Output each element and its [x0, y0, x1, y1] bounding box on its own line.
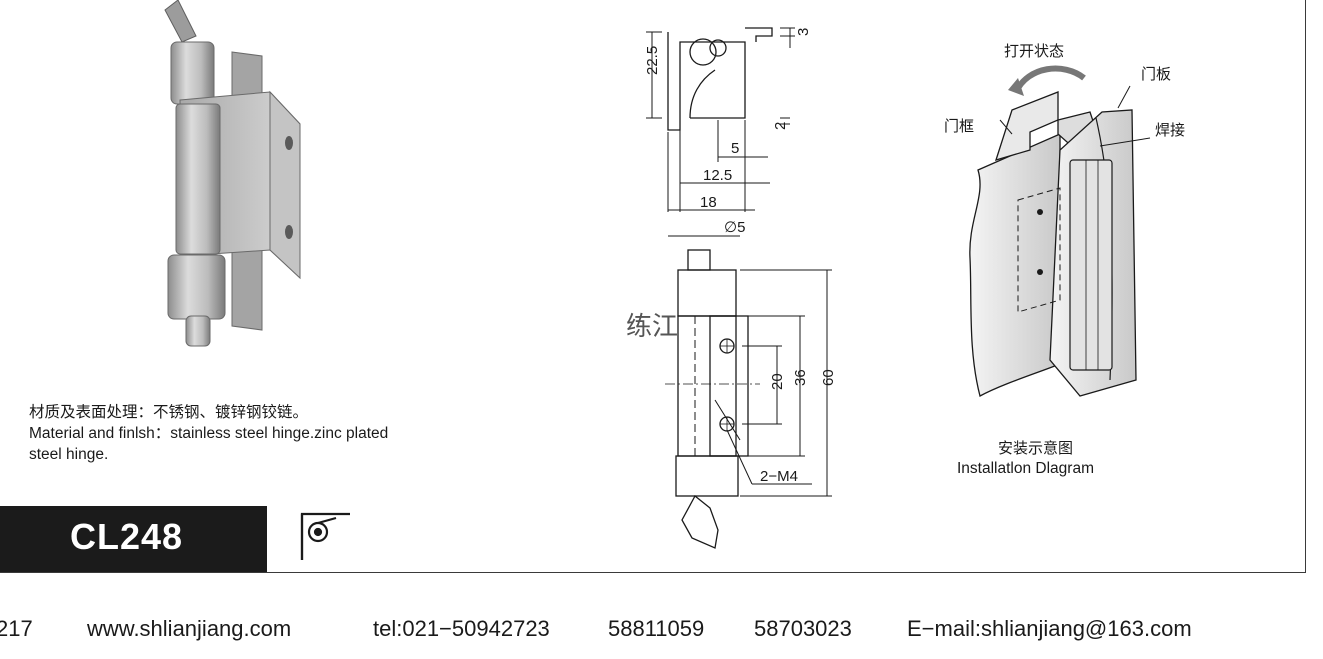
footer-email[interactable]: E−mail:shlianjiang@163.com [907, 616, 1192, 641]
top-view-drawing [646, 27, 795, 212]
label-door-panel: 门板 [1141, 66, 1172, 83]
dimension-labels: 22.5 3 2 5 12.5 18 ∅5 20 36 60 2−M4 练江 [626, 28, 837, 485]
footer-website[interactable]: www.shlianjiang.com [87, 616, 292, 641]
installation-caption-cn: 安装示意图 [998, 440, 1074, 457]
frame-right-line [1305, 0, 1306, 573]
label-open-state: 打开状态 [1004, 43, 1065, 60]
dim-18: 18 [700, 194, 717, 211]
dim-dia5: ∅5 [724, 219, 745, 236]
installation-diagram [969, 65, 1151, 397]
label-welding: 焊接 [1155, 122, 1186, 139]
dim-22-5: 22.5 [644, 46, 661, 75]
dim-36: 36 [792, 369, 809, 386]
dim-m4: 2−M4 [760, 468, 798, 485]
footer-phone-2: 58811059 [608, 616, 705, 641]
material-line-cn: 材质及表面处理：不锈钢、镀锌钢铰链。 [29, 404, 309, 421]
model-code-bar [0, 506, 267, 572]
label-door-frame: 门框 [944, 118, 975, 135]
material-line-en-1: Material and finlsh：stainless steel hing… [29, 425, 389, 442]
footer-page-number: 217 [0, 616, 33, 641]
footer-tel: tel:021−50942723 [373, 616, 550, 641]
hinge-product-image [164, 0, 301, 347]
dim-2: 2 [772, 122, 789, 130]
dim-3: 3 [795, 28, 812, 36]
material-line-en-2: steel hinge. [29, 446, 109, 463]
front-view-drawing [665, 235, 832, 549]
footer-phone-3: 58703023 [754, 616, 852, 641]
hinge-symbol-icon [300, 512, 350, 560]
footer: 217 www.shlianjiang.com tel:021−50942723… [0, 616, 1323, 652]
installation-caption-en: Installatlon Dlagram [957, 460, 1094, 477]
model-code: CL248 [70, 516, 184, 557]
frame-bottom-line [0, 572, 1306, 573]
dim-12-5: 12.5 [703, 167, 732, 184]
dim-60: 60 [820, 369, 837, 386]
material-description: 材质及表面处理：不锈钢、镀锌钢铰链。 Material and finlsh：s… [29, 402, 459, 465]
dim-20: 20 [769, 373, 786, 390]
watermark-text: 练江 [626, 312, 678, 342]
dim-5: 5 [731, 140, 739, 157]
